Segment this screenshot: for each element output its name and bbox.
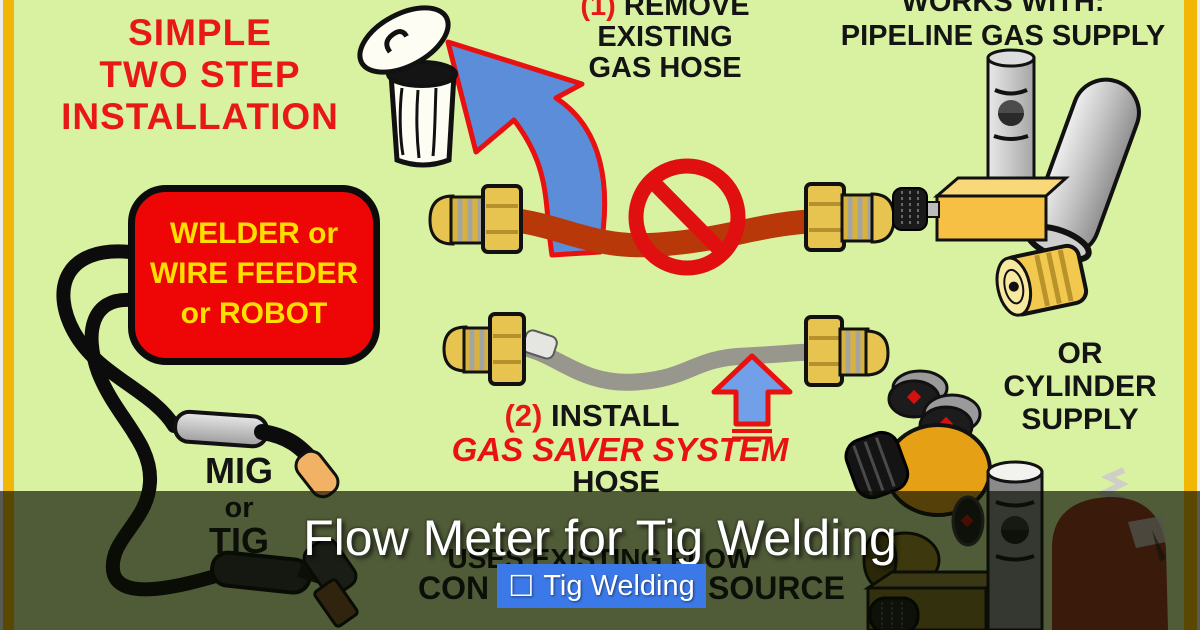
tig-welding-tag[interactable]: ☐ Tig Welding xyxy=(497,564,706,608)
left-gold-border xyxy=(3,0,14,630)
brass-fitting-icon xyxy=(995,243,1089,317)
page-title: Flow Meter for Tig Welding xyxy=(303,510,897,566)
welder-box-line2: WIRE FEEDER xyxy=(149,257,359,290)
works-with-line1: WORKS WITH: xyxy=(901,0,1105,18)
cylinder-supply-line1: OR xyxy=(1057,337,1103,370)
welder-box-line3: or ROBOT xyxy=(180,297,328,330)
tig-welding-tag-label: Tig Welding xyxy=(543,569,695,602)
works-with-label: WORKS WITH: PIPELINE GAS SUPPLY xyxy=(820,0,1186,53)
trash-can-icon xyxy=(357,5,458,168)
step2-install: INSTALL xyxy=(550,398,680,433)
step1-line3: GAS HOSE xyxy=(588,52,742,84)
torch-label-mig: MIG xyxy=(205,450,273,491)
flow-meter-icon xyxy=(892,48,1070,242)
step1-label: (1) REMOVE EXISTING GAS HOSE xyxy=(515,0,815,84)
step2-number: (2) xyxy=(504,398,543,433)
right-gold-border xyxy=(1184,0,1197,630)
no-symbol-icon xyxy=(628,158,746,276)
step2-system: GAS SAVER SYSTEM xyxy=(451,431,789,468)
works-with-line2: PIPELINE GAS SUPPLY xyxy=(840,20,1166,52)
cylinder-supply-label: OR CYLINDER SUPPLY xyxy=(960,337,1200,436)
step1-number: (1) xyxy=(580,0,616,22)
curved-arrow-icon xyxy=(445,39,608,258)
step1-line1: REMOVE xyxy=(623,0,750,22)
welder-box-line1: WELDER or xyxy=(169,217,339,250)
up-arrow-icon xyxy=(711,353,793,440)
missing-glyph-icon: ☐ xyxy=(508,570,535,603)
steps-title-line2: TWO STEP xyxy=(99,54,301,95)
step2-label: (2) INSTALL xyxy=(442,398,742,434)
steps-title: SIMPLE TWO STEP INSTALLATION xyxy=(28,12,372,138)
steps-title-line3: INSTALLATION xyxy=(61,96,339,137)
cylinder-supply-line3: SUPPLY xyxy=(1021,403,1139,436)
mig-torch-icon xyxy=(56,244,340,499)
gas-hose-new-icon xyxy=(442,312,890,391)
cylinder-supply-line2: CYLINDER xyxy=(1003,370,1157,403)
welder-box: WELDER or WIRE FEEDER or ROBOT xyxy=(128,185,380,365)
step1-line2: EXISTING xyxy=(597,21,733,53)
left-edge-line xyxy=(0,0,3,630)
right-edge-line xyxy=(1197,0,1200,630)
steps-title-line1: SIMPLE xyxy=(128,12,272,53)
